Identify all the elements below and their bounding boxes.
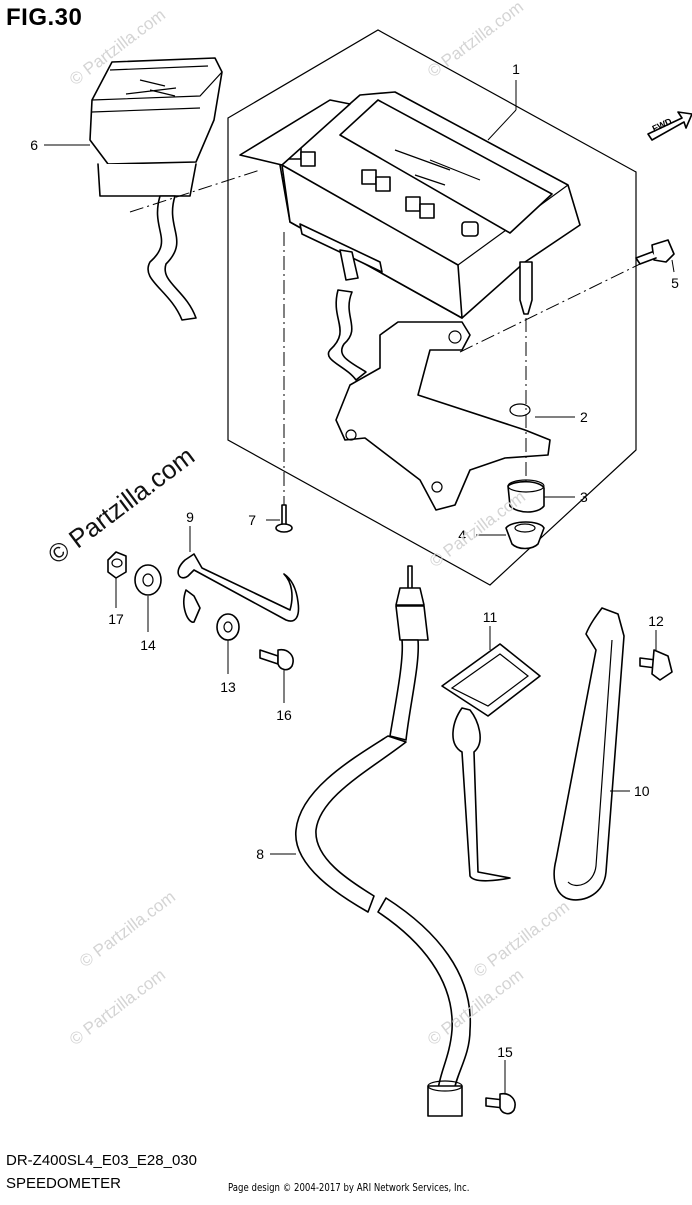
socket-part: [89, 57, 223, 321]
forward-direction-arrow: FWD: [647, 111, 692, 141]
bracket-part: [335, 321, 551, 511]
callout-2: 2: [580, 409, 588, 425]
section-name: SPEEDOMETER: [6, 1175, 122, 1192]
bolt-part-5: [635, 239, 675, 265]
callout-7: 7: [248, 512, 256, 528]
washer-part-14: [134, 564, 162, 596]
copyright-notice: Page design © 2004-2017 by ARI Network S…: [228, 1181, 470, 1194]
callout-6: 6: [30, 137, 38, 153]
callout-15: 15: [497, 1044, 513, 1060]
speedometer-unit: [239, 91, 581, 381]
guide-part: [553, 607, 625, 901]
model-code: DR-Z400SL4_E03_E28_030: [6, 1152, 197, 1169]
callout-13: 13: [220, 679, 236, 695]
bolt-part-12: [639, 649, 673, 681]
nut-part: [107, 551, 127, 579]
cushion-part: [507, 479, 545, 513]
callout-11: 11: [483, 609, 498, 625]
callout-4: 4: [458, 527, 466, 543]
speedometer-cable-part: [295, 565, 472, 1117]
screw-part-15: [485, 1092, 516, 1115]
callout-12: 12: [648, 613, 664, 629]
clamp-part-11: [441, 643, 541, 882]
callout-14: 14: [140, 637, 156, 653]
callout-9: 9: [186, 509, 194, 525]
collar-part: [505, 521, 545, 550]
callout-10: 10: [634, 783, 650, 799]
screw-part-16: [259, 648, 294, 671]
clamp-part-9: [177, 553, 300, 623]
alignment-line: [459, 263, 641, 353]
callout-17: 17: [108, 611, 124, 627]
callout-5: 5: [671, 275, 679, 291]
callout-16: 16: [276, 707, 292, 723]
washer-part-13: [216, 613, 240, 641]
callout-8: 8: [256, 846, 264, 862]
screw-part-7: [275, 504, 293, 533]
assembly-frame: [227, 29, 637, 586]
callout-3: 3: [580, 489, 588, 505]
figure-title: FIG.30: [6, 4, 83, 31]
leader-lines: [44, 80, 675, 1094]
callout-1: 1: [512, 61, 520, 77]
